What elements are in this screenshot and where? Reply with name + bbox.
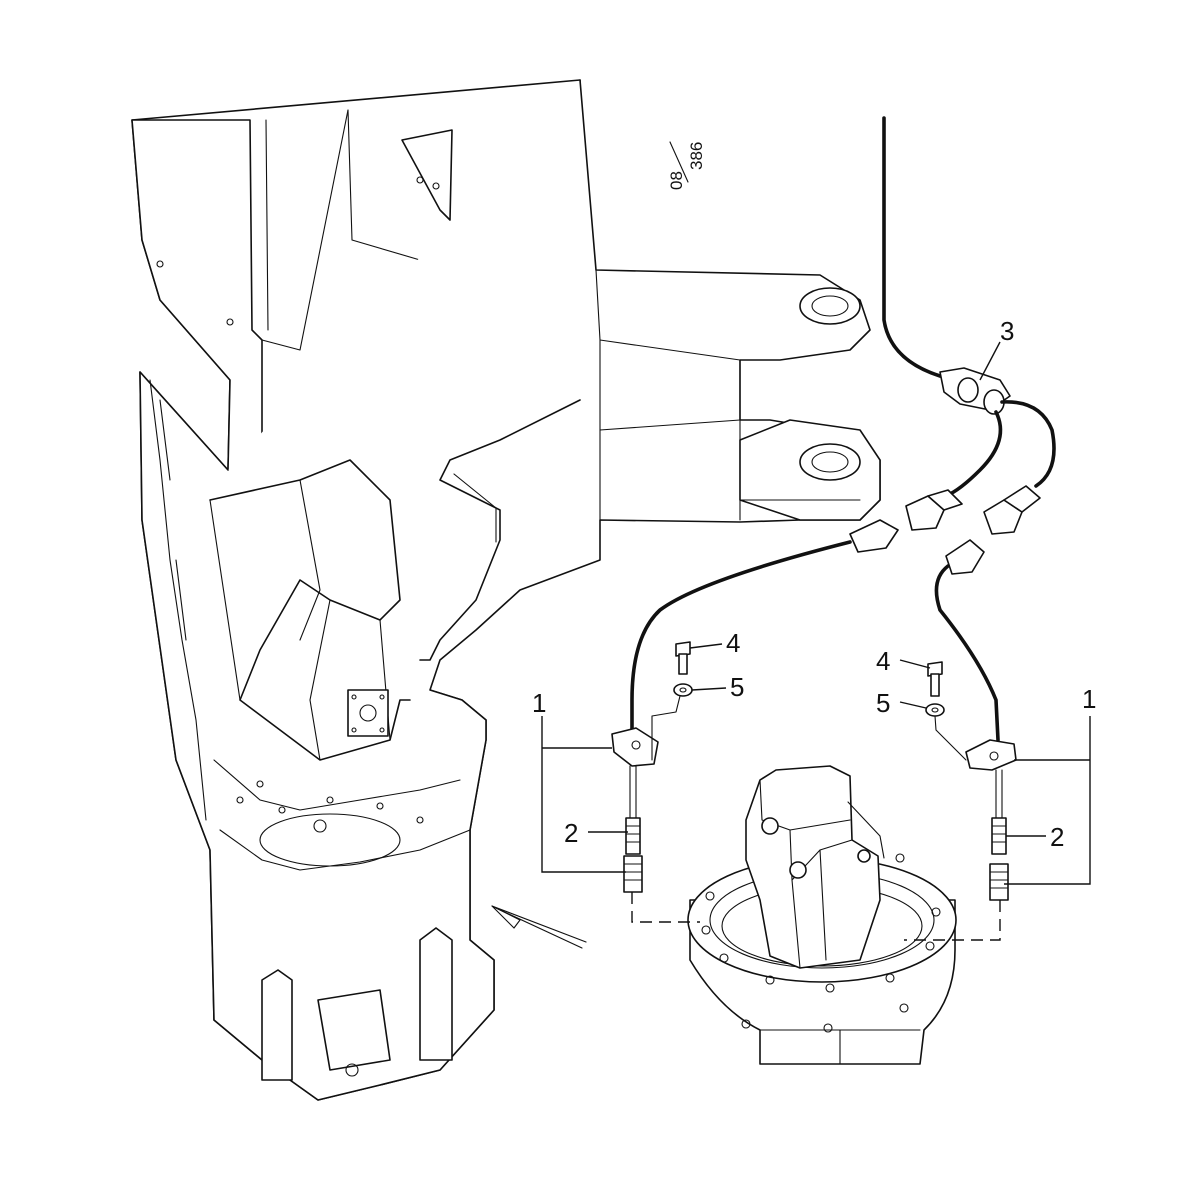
connector-female-right xyxy=(983,499,1023,535)
reference-number: 08 386 xyxy=(667,141,706,190)
sensor-left xyxy=(611,641,693,893)
callout-leaders xyxy=(541,341,1091,885)
cable-harness xyxy=(630,116,1056,742)
callout-5-left: 5 xyxy=(730,672,744,702)
view-direction-arrow xyxy=(491,905,587,949)
reference-bottom: 386 xyxy=(687,142,706,170)
routing-lines xyxy=(631,695,1001,941)
washer-right xyxy=(925,703,945,717)
callout-2-left: 2 xyxy=(564,818,578,848)
callout-3: 3 xyxy=(1000,316,1014,346)
callout-4-right: 4 xyxy=(876,646,890,676)
sensor-right xyxy=(925,661,1017,901)
callout-labels: 1 2 3 4 5 4 5 1 2 xyxy=(532,316,1096,852)
bolt-right xyxy=(927,661,943,677)
bolt-left xyxy=(675,641,691,657)
slew-ring-motor xyxy=(687,765,957,1065)
callout-2-right: 2 xyxy=(1050,822,1064,852)
connector-male-left xyxy=(849,519,899,553)
callout-1-right: 1 xyxy=(1082,684,1096,714)
connector-female-left xyxy=(905,495,945,531)
callout-4-left: 4 xyxy=(726,628,740,658)
reference-top: 08 xyxy=(667,171,686,190)
callout-1-left: 1 xyxy=(532,688,546,718)
machine-frame xyxy=(131,79,881,1101)
washer-left xyxy=(673,683,693,697)
sensor-bracket-right xyxy=(965,739,1017,771)
sensor-bracket-left xyxy=(611,727,659,767)
connector-male-right xyxy=(945,539,985,575)
callout-5-right: 5 xyxy=(876,688,890,718)
